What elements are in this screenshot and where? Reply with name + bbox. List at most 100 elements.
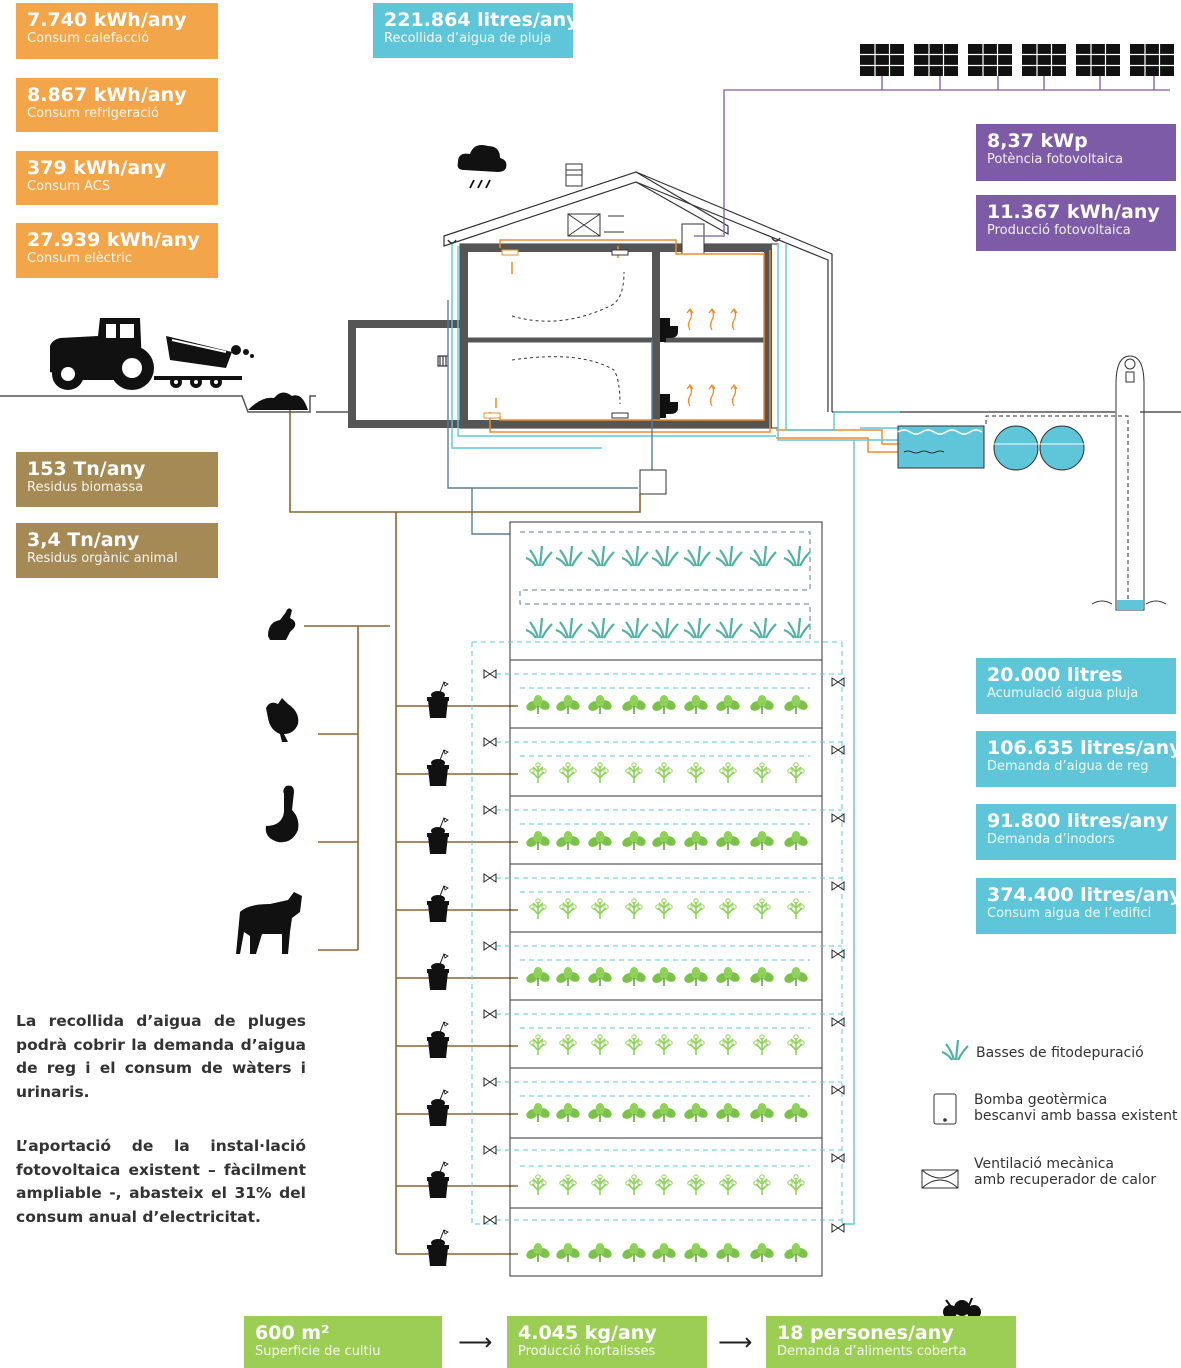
reed-icon — [524, 544, 554, 568]
valves — [483, 669, 845, 1233]
lettuce-icon — [523, 966, 553, 987]
herb-icon — [752, 1174, 772, 1196]
stat-value: 600 m² — [255, 1322, 330, 1344]
reed-icon — [554, 544, 584, 568]
lettuce-icon — [781, 1242, 811, 1263]
stat-value: 379 kWh/any — [27, 157, 167, 179]
stat-building-water: 374.400 litres/any Consum aigua de l’edi… — [976, 878, 1176, 934]
lettuce-icon — [713, 830, 743, 851]
compost-buckets — [426, 681, 450, 1267]
herb-icon — [752, 897, 772, 920]
grey-water-line — [447, 300, 653, 535]
stat-value: 4.045 kg/any — [518, 1322, 657, 1344]
pump-icon — [639, 469, 667, 495]
reed-icon — [748, 544, 778, 568]
legend-vent-2: amb recuperador de calor — [974, 1172, 1157, 1188]
compost-bucket-icon — [426, 817, 450, 855]
stat-label: Consum ACS — [27, 179, 111, 194]
stat-crop-area: 600 m² Superficie de cultiu — [244, 1316, 442, 1368]
lettuce-icon — [747, 1242, 777, 1263]
herb-icon — [752, 1034, 772, 1056]
stat-pv-power: 8,37 kWp Potència fotovoltaica — [976, 124, 1176, 181]
reed-icon — [650, 544, 680, 568]
lettuce-icon — [619, 694, 649, 715]
compost-bucket-icon — [426, 1161, 450, 1199]
herb-icon — [558, 761, 578, 784]
rabbit-icon — [268, 608, 296, 640]
lettuce-icon — [747, 1102, 777, 1123]
heat-arrows — [686, 308, 738, 407]
reed-icon — [714, 616, 744, 640]
herb-icon — [718, 1174, 738, 1196]
well-pump-icon — [1091, 355, 1167, 611]
reed-icon — [554, 616, 584, 640]
waste-line — [289, 410, 641, 1255]
heat-recovery-icon — [921, 1169, 959, 1189]
lettuce-icon — [681, 694, 711, 715]
lettuce-icon — [523, 830, 553, 851]
herb-icon — [718, 761, 738, 784]
herb-icon — [528, 1034, 548, 1056]
herb-icon — [624, 897, 644, 920]
lettuce-icon — [619, 1242, 649, 1263]
herb-icon — [654, 897, 674, 920]
flow-arrow: ⟶ — [718, 1328, 753, 1356]
lettuce-icon — [619, 1102, 649, 1123]
stat-animal-waste: 3,4 Tn/any Residus orgànic animal — [16, 523, 218, 578]
stat-label: Residus biomassa — [27, 480, 144, 495]
lettuce-icon — [781, 694, 811, 715]
goat-icon — [236, 892, 302, 954]
stat-heating: 7.740 kWh/any Consum calefacció — [16, 3, 218, 59]
compost-bucket-icon — [426, 749, 450, 787]
herb-icon — [786, 1034, 806, 1056]
stat-label: Producció fotovoltaica — [987, 223, 1131, 238]
stat-rain-storage: 20.000 litres Acumulació aigua pluja — [976, 658, 1176, 714]
herb-icon — [624, 1174, 644, 1196]
stat-label: Consum refrigeració — [27, 106, 159, 121]
stat-label: Demanda d’aliments coberta — [777, 1344, 967, 1359]
stat-label: Consum elèctric — [27, 251, 133, 266]
herb-icon — [624, 761, 644, 784]
herb-icon — [686, 1034, 706, 1056]
building — [348, 163, 833, 429]
hen-icon — [266, 698, 299, 742]
stat-value: 3,4 Tn/any — [27, 529, 140, 551]
lettuce-icon — [649, 694, 679, 715]
lettuce-icon — [681, 1242, 711, 1263]
stat-electric: 27.939 kWh/any Consum elèctric — [16, 223, 218, 278]
stat-food-demand: 18 persones/any Demanda d’aliments cober… — [766, 1316, 1016, 1368]
stat-value: 8.867 kWh/any — [27, 84, 187, 106]
stat-value: 374.400 litres/any — [987, 884, 1176, 906]
compost-bucket-icon — [426, 885, 450, 923]
lettuce-icon — [619, 966, 649, 987]
lettuce-icon — [553, 830, 583, 851]
lettuce-icon — [713, 1242, 743, 1263]
herb-icon — [654, 1174, 674, 1196]
stat-value: 27.939 kWh/any — [27, 229, 200, 251]
legend-phyto: Basses de fitodepuració — [976, 1045, 1144, 1061]
heating-circuit — [489, 239, 900, 453]
herb-icon — [558, 1174, 578, 1196]
compost-bucket-icon — [426, 1229, 450, 1267]
lettuce-icon — [713, 694, 743, 715]
rain-cloud-icon — [457, 145, 507, 189]
reed-icon — [586, 544, 616, 568]
lettuce-icon — [585, 966, 615, 987]
compost-bucket-icon — [426, 681, 450, 719]
reed-icon — [620, 544, 650, 568]
herb-icon — [718, 897, 738, 920]
compost-heap-icon — [248, 392, 308, 410]
rain-tank — [897, 425, 985, 469]
herb-icon — [686, 761, 706, 784]
compost-bucket-icon — [426, 953, 450, 991]
water-circuit — [451, 244, 900, 1225]
lettuce-icon — [747, 830, 777, 851]
lettuce-icon — [553, 966, 583, 987]
lettuce-icon — [585, 1242, 615, 1263]
lettuce-icon — [649, 1242, 679, 1263]
lettuce-icon — [649, 966, 679, 987]
reed-icon — [748, 616, 778, 640]
stat-label: Acumulació aigua pluja — [987, 686, 1139, 701]
solar-panel-icon — [859, 43, 1175, 77]
stat-label: Superficie de cultiu — [255, 1344, 381, 1359]
